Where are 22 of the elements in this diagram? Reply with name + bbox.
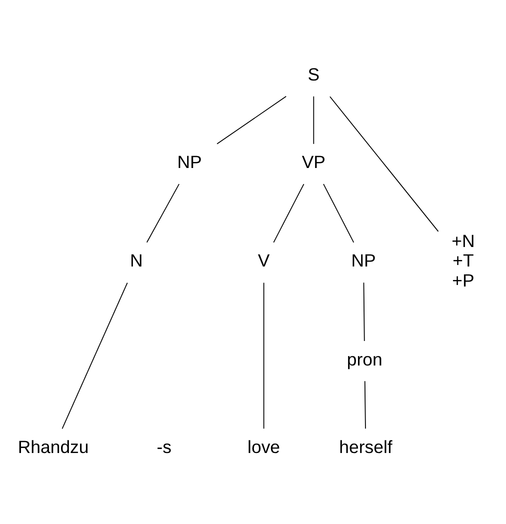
connector bbox=[313, 95, 314, 144]
connector bbox=[323, 183, 354, 242]
node-text: S bbox=[308, 64, 320, 84]
connector bbox=[363, 282, 365, 341]
node-text: V bbox=[258, 250, 270, 270]
node-text: N bbox=[130, 250, 143, 270]
label: -s bbox=[156, 436, 172, 456]
node-text: herself bbox=[339, 436, 392, 456]
node-text: VP bbox=[302, 152, 326, 172]
node-text: love bbox=[248, 436, 280, 456]
node-text: pron bbox=[346, 348, 382, 369]
node-text: NP bbox=[351, 250, 376, 270]
connector bbox=[62, 282, 128, 429]
connector bbox=[330, 96, 439, 232]
connector bbox=[216, 95, 287, 144]
connector bbox=[146, 183, 180, 242]
connector bbox=[273, 183, 304, 242]
node-text: NP bbox=[177, 152, 202, 172]
connector bbox=[364, 380, 366, 429]
connector bbox=[263, 282, 264, 429]
node-text: Rhandzu bbox=[18, 436, 89, 456]
node-text: +N +T +P bbox=[452, 230, 475, 290]
